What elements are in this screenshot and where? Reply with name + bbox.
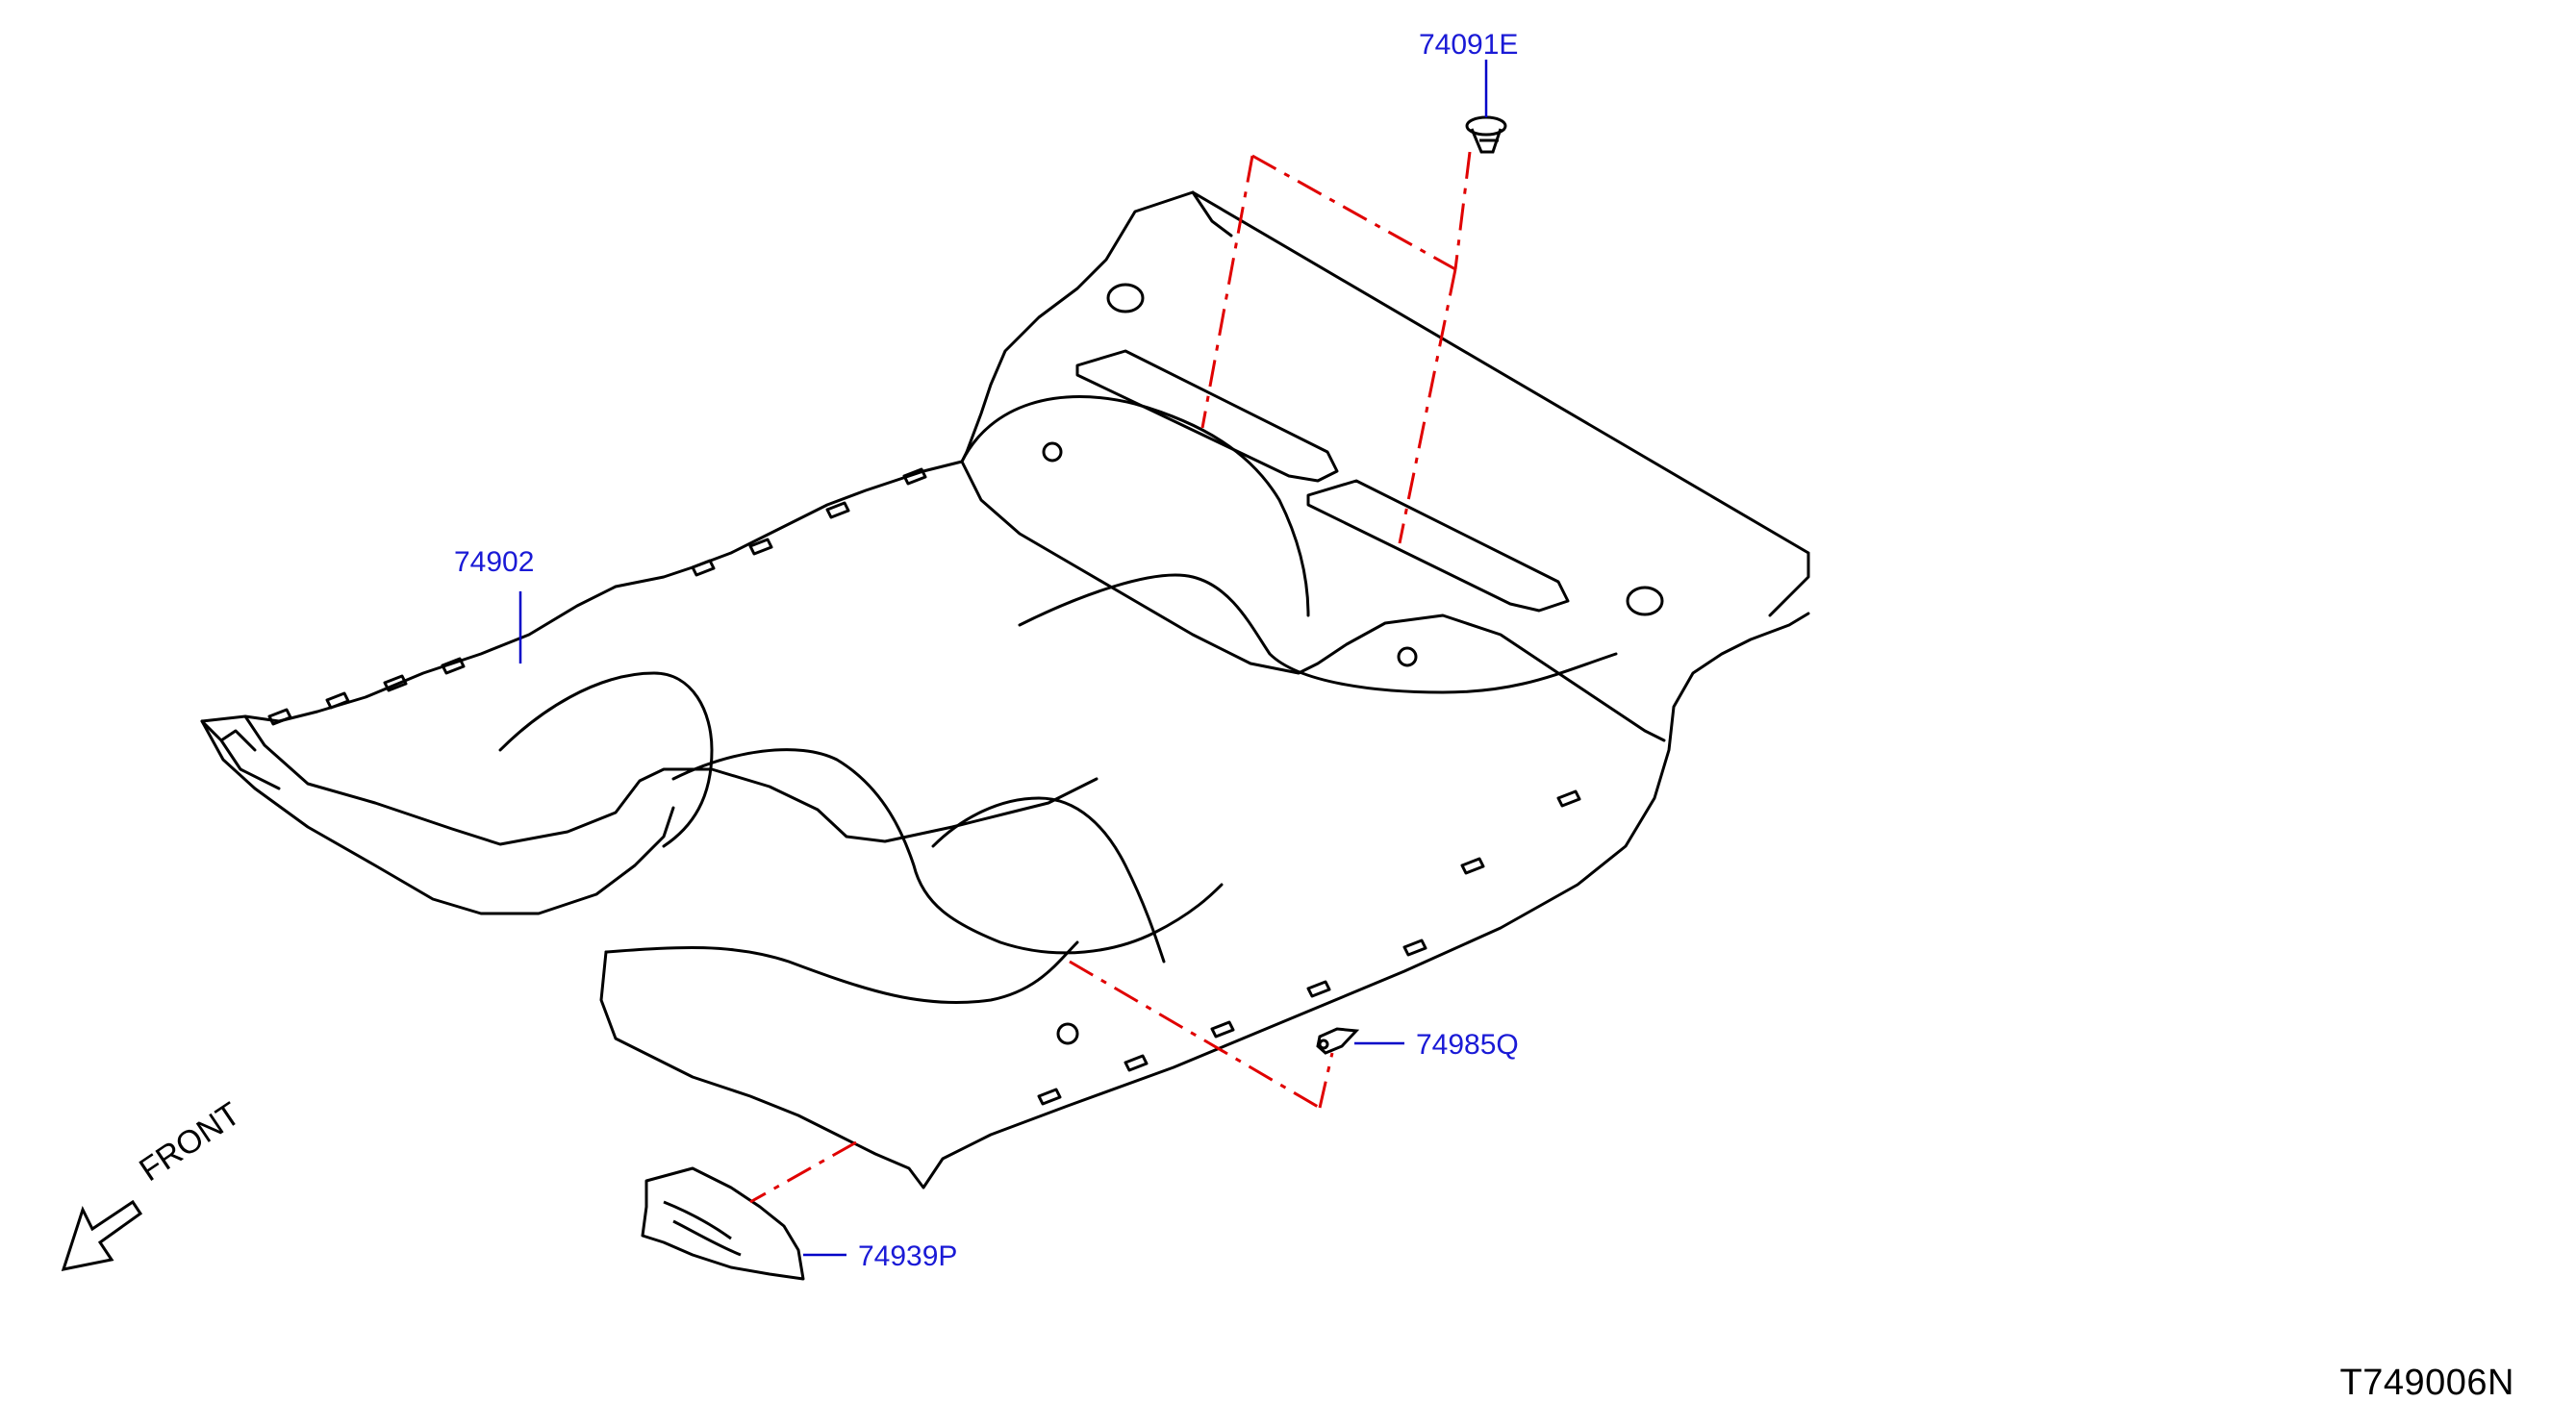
rear-well-right	[1306, 479, 1570, 613]
carpet-outline	[200, 612, 1810, 1189]
rear-bosses	[1042, 283, 1664, 1045]
front-arrow-icon	[61, 1199, 143, 1271]
hook-part	[1316, 1027, 1360, 1055]
carpet-tabs	[267, 467, 1581, 1106]
front-left-pocket	[604, 940, 1079, 1005]
carpet-rear-edge	[965, 190, 1810, 617]
diagram-number: T749006N	[2339, 1363, 2514, 1403]
front-footwell-right	[671, 748, 1224, 955]
center-tunnel	[960, 395, 1666, 742]
carpet-left-edge	[243, 450, 969, 723]
part-label-74091e[interactable]: 74091E	[1419, 29, 1519, 61]
part-label-74902[interactable]: 74902	[454, 546, 535, 578]
part-label-74939p[interactable]: 74939P	[858, 1240, 958, 1272]
phantom-lines	[749, 151, 1472, 1204]
insulator-part	[641, 1166, 805, 1281]
rear-well-left	[1075, 349, 1339, 483]
center-raised-area	[1018, 573, 1618, 694]
front-footwell-left	[498, 671, 714, 848]
leader-lines	[518, 60, 1488, 1257]
front-left-flap	[200, 719, 281, 790]
part-label-74985q[interactable]: 74985Q	[1416, 1029, 1519, 1061]
clip-part	[1465, 115, 1507, 154]
transmission-hump	[931, 796, 1166, 964]
